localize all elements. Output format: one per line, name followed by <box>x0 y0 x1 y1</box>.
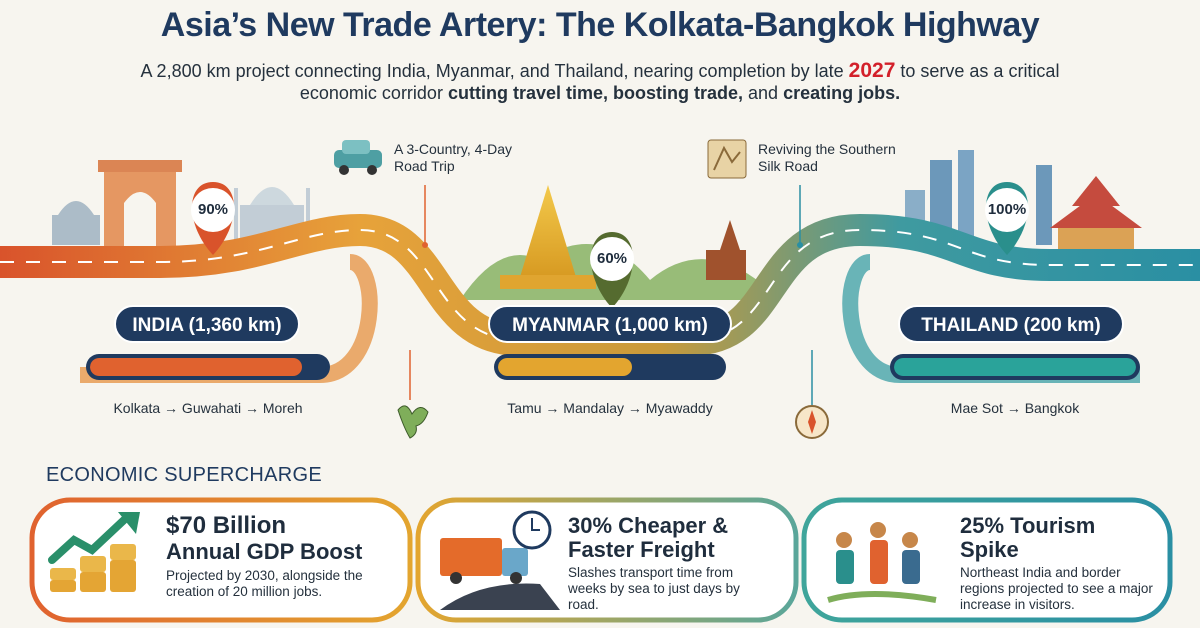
travelers-icon <box>827 522 937 603</box>
tourism-card-subtitle: Spike <box>960 537 1019 562</box>
gdp-card-title: $70 Billion <box>166 512 287 539</box>
myanmar-progress-bar <box>494 354 726 380</box>
compass-icon <box>795 405 829 439</box>
truck-clock-icon <box>440 510 560 610</box>
myanmar-progress-pin <box>590 232 634 308</box>
india-progress-fill <box>90 358 303 376</box>
india-progress-pin <box>191 182 235 255</box>
page-title: Asia’s New Trade Artery: The Kolkata-Ban… <box>160 6 1040 44</box>
thailand-progress-pin <box>985 182 1029 255</box>
india-route: Kolkata → Guwahati → Moreh <box>113 400 303 416</box>
subtitle-text: A 2,800 km project connecting India, Mya… <box>140 61 844 81</box>
thailand-progress-label: 100% <box>987 201 1027 218</box>
silk-road-callout: Reviving the Southern Silk Road <box>758 141 896 174</box>
northeast-india-map-icon <box>397 405 429 439</box>
thailand-progress-bar <box>890 354 1140 380</box>
freight-card-body: Slashes transport time from weeks by sea… <box>568 565 740 612</box>
thailand-country-label: THAILAND (200 km) <box>898 305 1124 343</box>
car-icon <box>334 140 382 175</box>
freight-card-subtitle: Faster Freight <box>568 537 715 562</box>
tourism-card-body: Northeast India and border regions proje… <box>960 565 1153 612</box>
myanmar-country-label: MYANMAR (1,000 km) <box>488 305 732 343</box>
card-tourism-border <box>801 497 1173 623</box>
section-title: ECONOMIC SUPERCHARGE <box>46 464 323 486</box>
thailand-route: Mae Sot → Bangkok <box>950 400 1080 416</box>
road-trip-callout: A 3-Country, 4-Day Road Trip <box>394 141 513 174</box>
freight-card-title: 30% Cheaper & <box>568 513 729 538</box>
myanmar-progress-label: 60% <box>596 250 628 267</box>
page-subtitle: A 2,800 km project connecting India, Mya… <box>100 60 1100 104</box>
growth-chart-icon <box>48 512 140 592</box>
subtitle-bold-1: cutting travel time, boosting trade, <box>447 83 743 103</box>
india-country-label: INDIA (1,360 km) <box>114 305 300 343</box>
myanmar-route: Tamu → Mandalay → Myawaddy <box>507 400 713 416</box>
subtitle-and: and <box>748 83 779 103</box>
myanmar-progress-fill <box>498 358 633 376</box>
gdp-card-subtitle: Annual GDP Boost <box>166 539 363 564</box>
india-progress-bar <box>86 354 330 380</box>
gdp-card-body: Projected by 2030, alongside the creatio… <box>166 568 363 599</box>
india-landmarks <box>52 160 310 248</box>
india-progress-label: 90% <box>197 201 229 218</box>
tourism-card-title: 25% Tourism <box>960 513 1096 538</box>
subtitle-bold-2: creating jobs. <box>783 83 901 103</box>
subtitle-text-2: to serve as a critical economic corridor <box>299 61 1060 103</box>
scroll-map-icon <box>707 139 747 179</box>
completion-year: 2027 <box>848 59 896 82</box>
thailand-progress-fill <box>894 358 1136 376</box>
